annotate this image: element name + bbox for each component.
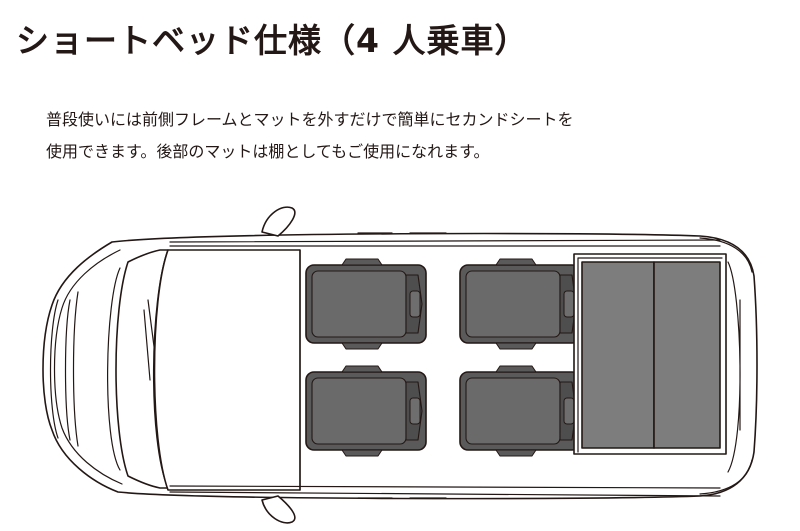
- second-seat-right: [459, 365, 581, 457]
- description-line-2: 使用できます。後部のマットは棚としてもご使用になれます。: [46, 142, 490, 161]
- rear-light-left: [699, 237, 753, 273]
- roof-rail-right: [169, 485, 721, 497]
- rear-light-right: [699, 459, 753, 495]
- page-title: ショートベッド仕様（4 人乗車）: [16, 21, 529, 60]
- description-line-1: 普段使いには前側フレームとマットを外すだけで簡単にセカンドシートを: [46, 110, 574, 129]
- mirror-left: [261, 206, 296, 237]
- hood-line: [107, 267, 121, 471]
- cabin-floor: [153, 249, 301, 491]
- roof-rail-left: [169, 239, 721, 247]
- rear-mat-1: [581, 261, 655, 449]
- car-body-inner-line: [53, 249, 123, 485]
- front-seat-right: [305, 365, 427, 457]
- tailgate: [727, 261, 741, 473]
- description: 普段使いには前側フレームとマットを外すだけで簡単にセカンドシートを 使用できます…: [46, 104, 574, 168]
- mirror-right: [261, 495, 296, 524]
- rear-mat-2: [653, 261, 721, 449]
- rear-mat-edge: [577, 257, 723, 453]
- second-seat-left: [459, 258, 581, 350]
- front-grille: [64, 291, 79, 447]
- front-seat-left: [305, 258, 427, 350]
- front-bumper: [49, 299, 59, 439]
- car-top-view-diagram: [42, 206, 758, 524]
